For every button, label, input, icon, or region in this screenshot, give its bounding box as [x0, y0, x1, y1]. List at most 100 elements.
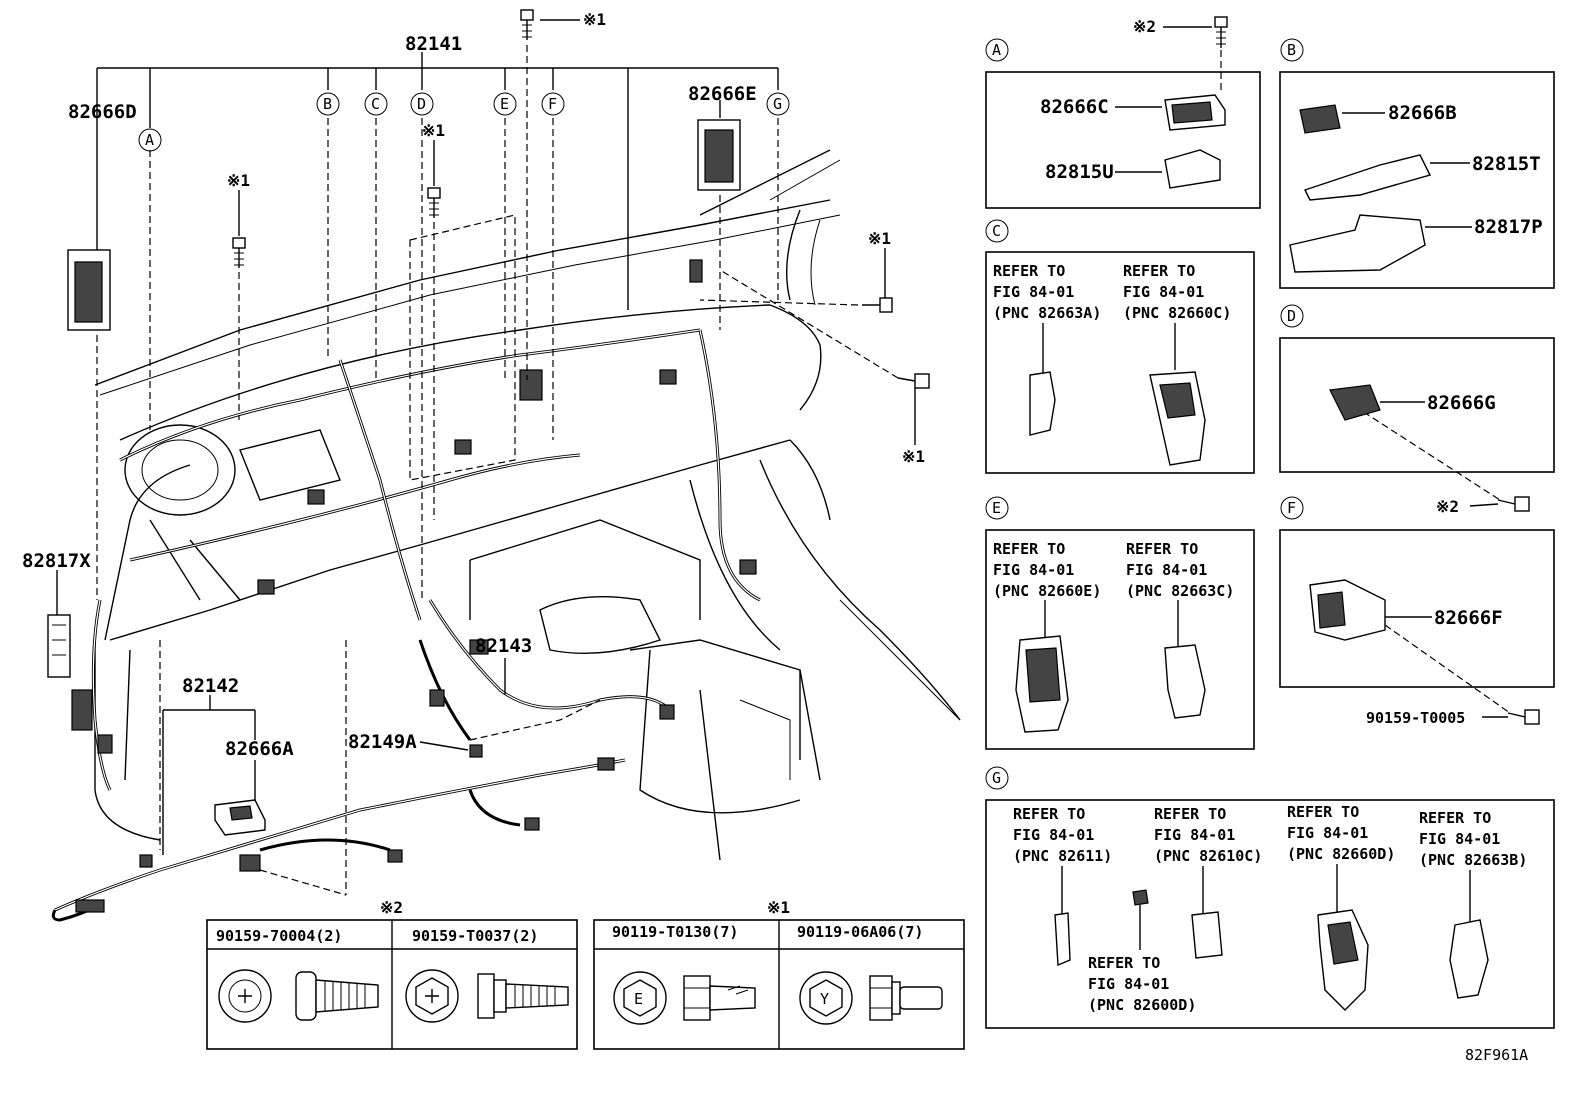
fastener-table-mark-2: ※2 90159-70004(2) 90159-T0037(2) — [206, 898, 578, 1050]
part-82817X-bracket — [47, 614, 71, 678]
bolt-90159-T0005-label: 90159-T0005 — [1366, 709, 1465, 727]
mark-1-left: ※1 — [227, 171, 250, 190]
svg-text:B: B — [323, 95, 332, 113]
callout-E: E — [493, 92, 517, 116]
svg-text:Y: Y — [820, 990, 829, 1008]
svg-text:REFER TO: REFER TO — [1013, 805, 1085, 823]
part-82666C-label: 82666C — [1040, 96, 1109, 118]
mark-1-top: ※1 — [583, 10, 606, 29]
svg-text:※2: ※2 — [380, 898, 403, 917]
label-82817X: 82817X — [22, 550, 91, 572]
callout-G: G — [766, 92, 790, 116]
callout-A: A — [138, 128, 162, 152]
svg-text:(PNC 82663B): (PNC 82663B) — [1419, 851, 1527, 869]
bolt-icon — [520, 9, 534, 40]
svg-text:FIG 84-01: FIG 84-01 — [1013, 826, 1094, 844]
bolt-icon — [1214, 16, 1228, 48]
svg-text:※1: ※1 — [767, 898, 790, 917]
svg-text:(PNC 82660C): (PNC 82660C) — [1123, 304, 1231, 322]
panel-C: C REFER TO FIG 84-01 (PNC 82663A) REFER … — [985, 219, 1255, 474]
label-82141: 82141 — [405, 33, 462, 55]
svg-text:FIG 84-01: FIG 84-01 — [993, 283, 1074, 301]
svg-text:G: G — [992, 769, 1001, 787]
label-82666A: 82666A — [225, 738, 294, 760]
svg-text:REFER TO: REFER TO — [1287, 803, 1359, 821]
mark-1-right-upper: ※1 — [868, 229, 891, 248]
label-82143: 82143 — [475, 635, 532, 657]
label-82666E: 82666E — [688, 83, 757, 105]
svg-text:G: G — [773, 95, 782, 113]
svg-text:(PNC 82660E): (PNC 82660E) — [993, 582, 1101, 600]
mark-1-center: ※1 — [422, 121, 445, 140]
svg-text:D: D — [417, 95, 426, 113]
panel-F: F 82666F 90159-T0005 — [1279, 496, 1555, 727]
fastener-90119-06A06: 90119-06A06(7) — [797, 923, 923, 941]
panel-E: E REFER TO FIG 84-01 (PNC 82660E) REFER … — [985, 496, 1255, 750]
svg-text:FIG 84-01: FIG 84-01 — [993, 561, 1074, 579]
svg-text:A: A — [145, 131, 154, 149]
bolt-icon — [232, 237, 246, 268]
callout-F: F — [541, 92, 565, 116]
callout-B: B — [316, 92, 340, 116]
bolt-icon — [427, 187, 441, 218]
part-82817P-label: 82817P — [1474, 216, 1543, 238]
part-82666G-label: 82666G — [1427, 392, 1496, 414]
svg-text:REFER TO: REFER TO — [1154, 805, 1226, 823]
mark-2-panel-D: ※2 — [1436, 497, 1459, 516]
label-82666D: 82666D — [68, 101, 137, 123]
part-82666B-label: 82666B — [1388, 102, 1457, 124]
panel-G: G REFER TO FIG 84-01 (PNC 82611) REFER T… — [985, 766, 1555, 1029]
svg-text:FIG 84-01: FIG 84-01 — [1419, 830, 1500, 848]
figure-code: 82F961A — [1465, 1046, 1528, 1064]
svg-text:FIG 84-01: FIG 84-01 — [1088, 975, 1169, 993]
svg-text:D: D — [1287, 307, 1296, 325]
svg-text:E: E — [992, 499, 1001, 517]
bolt-icon — [862, 297, 893, 313]
svg-text:REFER TO: REFER TO — [1126, 540, 1198, 558]
part-82815U-label: 82815U — [1045, 161, 1114, 183]
svg-text:F: F — [548, 95, 557, 113]
hex-bolt-y-icon: Y — [799, 971, 943, 1025]
panel-A: A 82666C 82815U — [985, 38, 1261, 209]
svg-text:REFER TO: REFER TO — [1088, 954, 1160, 972]
svg-text:C: C — [371, 95, 380, 113]
svg-text:(PNC 82663A): (PNC 82663A) — [993, 304, 1101, 322]
bolt-icon — [1497, 496, 1530, 512]
mark-2-top: ※2 — [1133, 17, 1156, 36]
svg-text:REFER TO: REFER TO — [993, 262, 1065, 280]
svg-text:FIG 84-01: FIG 84-01 — [1287, 824, 1368, 842]
fastener-90159-T0037: 90159-T0037(2) — [412, 927, 538, 945]
fastener-table-mark-1: ※1 90119-T0130(7) 90119-06A06(7) E Y — [593, 898, 965, 1050]
callout-D: D — [410, 92, 434, 116]
dashboard-illustration — [47, 9, 1540, 922]
label-82149A: 82149A — [348, 731, 417, 753]
part-82815T-label: 82815T — [1472, 153, 1541, 175]
panel-D: D 82666G ※2 — [1279, 304, 1555, 516]
svg-text:(PNC 82610C): (PNC 82610C) — [1154, 847, 1262, 865]
svg-text:REFER TO: REFER TO — [993, 540, 1065, 558]
svg-text:(PNC 82600D): (PNC 82600D) — [1088, 996, 1196, 1014]
panel-B: B 82666B 82815T 82817P — [1279, 38, 1555, 289]
svg-text:C: C — [992, 222, 1001, 240]
bolt-icon — [1507, 709, 1540, 725]
svg-text:A: A — [992, 41, 1001, 59]
svg-text:E: E — [500, 95, 509, 113]
svg-text:E: E — [634, 990, 643, 1008]
fastener-90159-70004: 90159-70004(2) — [216, 927, 342, 945]
mark-1-right-lower: ※1 — [902, 447, 925, 466]
svg-text:B: B — [1287, 41, 1296, 59]
svg-text:FIG 84-01: FIG 84-01 — [1123, 283, 1204, 301]
svg-text:FIG 84-01: FIG 84-01 — [1154, 826, 1235, 844]
svg-text:(PNC 82611): (PNC 82611) — [1013, 847, 1112, 865]
label-82142: 82142 — [182, 675, 239, 697]
svg-text:REFER TO: REFER TO — [1419, 809, 1491, 827]
svg-text:REFER TO: REFER TO — [1123, 262, 1195, 280]
callout-C: C — [364, 92, 388, 116]
svg-text:(PNC 82663C): (PNC 82663C) — [1126, 582, 1234, 600]
bolt-icon — [897, 373, 930, 389]
svg-text:FIG 84-01: FIG 84-01 — [1126, 561, 1207, 579]
svg-text:F: F — [1287, 499, 1296, 517]
phillips-bolt-icon — [218, 969, 379, 1023]
hex-flange-bolt-icon — [405, 969, 569, 1023]
